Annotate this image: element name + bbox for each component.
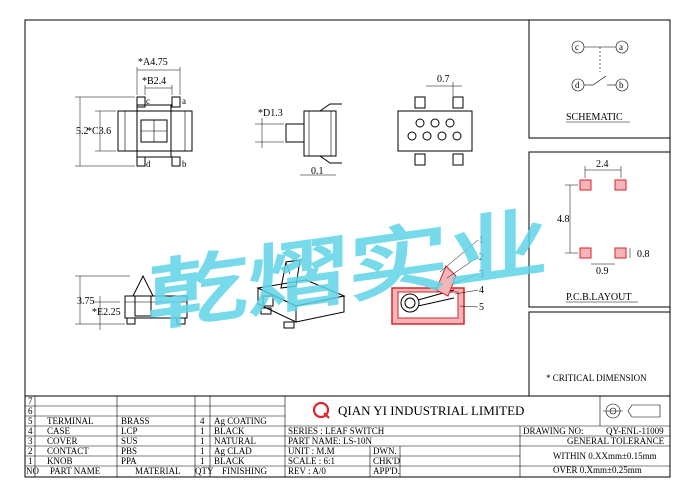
- svg-text:4: 4: [28, 426, 33, 436]
- svg-text:BLACK: BLACK: [214, 456, 245, 466]
- callout-4: 4: [479, 285, 484, 296]
- dim-d13: *D1.3: [258, 108, 283, 119]
- dim-b24: *B2.4: [142, 76, 166, 87]
- dim-07: 0.7: [437, 74, 450, 85]
- sch-a: a: [619, 42, 623, 52]
- svg-text:5: 5: [28, 416, 33, 426]
- critical-box: [528, 311, 671, 397]
- isometric-view: [256, 259, 346, 329]
- svg-text:BLACK: BLACK: [214, 426, 245, 436]
- svg-text:NO: NO: [26, 466, 39, 476]
- svg-text:1: 1: [200, 446, 205, 456]
- pin-c: c: [146, 96, 150, 106]
- pin-a: a: [182, 96, 186, 106]
- side-view: [255, 103, 342, 176]
- scale: SCALE : 6:1: [288, 456, 335, 466]
- series: SERIES : LEAF SWITCH: [288, 426, 385, 436]
- sch-d: d: [575, 80, 580, 90]
- pin-b: b: [182, 159, 187, 169]
- dim-a475: *A4.75: [138, 57, 168, 68]
- sch-c: c: [575, 42, 579, 52]
- company-logo: [312, 401, 330, 419]
- bom-row-1: 1 KNOB PPA 1 BLACK: [28, 456, 245, 466]
- unit: UNIT : M.M: [288, 446, 335, 456]
- pcb-title: P.C.B.LAYOUT: [566, 292, 631, 303]
- svg-text:LCP: LCP: [121, 426, 138, 436]
- pcb-48: 4.8: [557, 214, 570, 225]
- svg-text:MATERIAL: MATERIAL: [135, 466, 181, 476]
- pcb-08: 0.8: [637, 249, 650, 260]
- callout-1: 1: [479, 235, 484, 246]
- svg-text:BRASS: BRASS: [121, 416, 150, 426]
- bom-no-7: 7: [28, 396, 33, 406]
- watermark: 乾熠实业: [148, 198, 548, 343]
- appd-label: APP'D.: [373, 466, 400, 476]
- bom-row-3: 3 COVER SUS 1 NATURAL: [28, 436, 256, 446]
- tolerance-over: OVER 0.Xmm±0.25mm: [553, 465, 642, 475]
- schematic-box: [528, 19, 671, 139]
- svg-text:1: 1: [200, 456, 205, 466]
- bom-header: NO PART NAME MATERIAL QTY FINISHING: [26, 466, 268, 476]
- svg-text:FINISHING: FINISHING: [222, 466, 268, 476]
- dim-52: 5.2: [76, 126, 89, 137]
- bom-row-5: 5 TERMINAL BRASS 4 Ag COATING: [28, 416, 267, 426]
- callout-5: 5: [479, 302, 484, 313]
- pcb-pads: [565, 166, 631, 265]
- svg-text:2: 2: [28, 446, 33, 456]
- chkd-label: CHK'D: [373, 456, 401, 466]
- dim-01: 0.1: [311, 166, 324, 177]
- dim-c36: *C3.6: [87, 126, 111, 137]
- svg-text:1: 1: [200, 436, 205, 446]
- rev: REV : A/0: [288, 466, 326, 476]
- projection-symbol-icon: [603, 403, 661, 419]
- svg-text:Ag CLAD: Ag CLAD: [214, 446, 252, 456]
- general-tolerance: GENERAL TOLERANCE: [567, 436, 665, 446]
- svg-text:1: 1: [200, 426, 205, 436]
- tolerance-within: WITHIN 0.XXmm±0.15mm: [553, 451, 657, 461]
- bom-no-6: 6: [28, 406, 33, 416]
- svg-text:Ag COATING: Ag COATING: [214, 416, 267, 426]
- dim-375: 3.75: [77, 296, 95, 307]
- bom-row-4: 4 CASE LCP 1 BLACK: [28, 426, 245, 436]
- pin-d: d: [146, 159, 151, 169]
- svg-text:4: 4: [200, 416, 205, 426]
- svg-text:COVER: COVER: [47, 436, 78, 446]
- svg-text:CONTACT: CONTACT: [47, 446, 89, 456]
- part-name: PART NAME: LS-10N: [288, 436, 372, 446]
- bom-grid: [24, 395, 671, 478]
- schematic-title: SCHEMATIC: [566, 112, 623, 123]
- lower-view: [75, 274, 188, 330]
- drawing-no: QY-ENL-11009: [606, 426, 664, 436]
- pcb-24: 2.4: [596, 159, 609, 170]
- bottom-view: [397, 82, 473, 166]
- svg-text:SUS: SUS: [121, 436, 138, 446]
- pcb-09: 0.9: [596, 266, 609, 277]
- svg-text:PBS: PBS: [121, 446, 137, 456]
- drawing-no-label: DRAWING NO:: [523, 426, 584, 436]
- callout-2: 2: [479, 252, 484, 263]
- svg-text:KNOB: KNOB: [47, 456, 73, 466]
- dim-e225: *E2.25: [92, 307, 121, 318]
- sch-b: b: [619, 80, 624, 90]
- company-name: QIAN YI INDUSTRIAL LIMITED: [338, 403, 524, 418]
- front-view: [75, 67, 193, 167]
- svg-text:TERMINAL: TERMINAL: [47, 416, 94, 426]
- schematic-symbol: [571, 40, 629, 92]
- svg-text:QTY: QTY: [195, 466, 214, 476]
- svg-text:PART NAME: PART NAME: [50, 466, 101, 476]
- bom-row-2: 2 CONTACT PBS 1 Ag CLAD: [28, 446, 252, 456]
- callout-3: 3: [479, 269, 484, 280]
- dwn-label: DWN.: [373, 446, 397, 456]
- section-view: [391, 239, 479, 325]
- svg-text:NATURAL: NATURAL: [214, 436, 256, 446]
- svg-text:CASE: CASE: [47, 426, 71, 436]
- svg-text:PPA: PPA: [121, 456, 137, 466]
- critical-note: * CRITICAL DIMENSION: [546, 373, 647, 383]
- svg-text:1: 1: [28, 456, 33, 466]
- svg-text:3: 3: [28, 436, 33, 446]
- pcb-box: [528, 151, 671, 308]
